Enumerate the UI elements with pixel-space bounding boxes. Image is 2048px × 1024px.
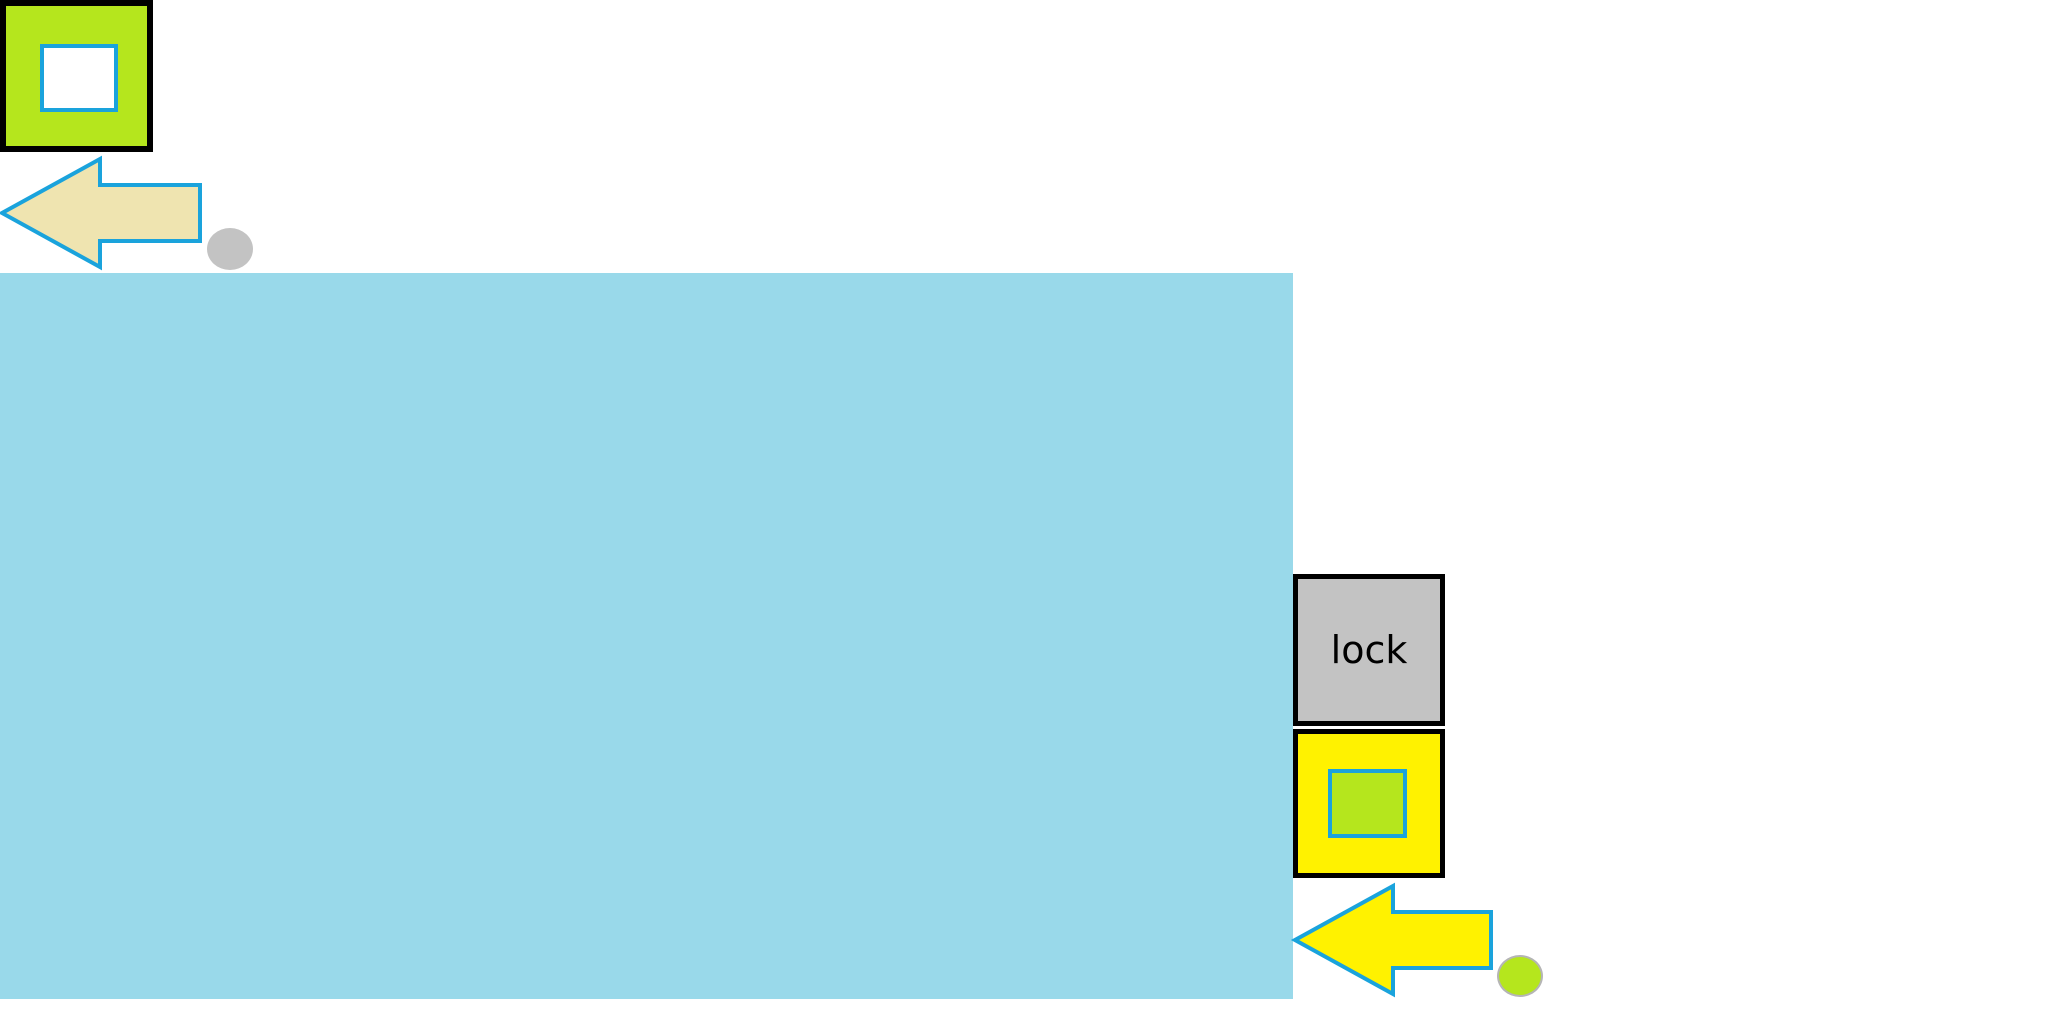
lock-label: lock	[1330, 628, 1408, 672]
left-arrow-icon[interactable]	[1290, 882, 1493, 998]
lock-button[interactable]: lock	[1293, 574, 1445, 726]
top-square-button[interactable]	[0, 0, 153, 152]
status-dot	[1497, 955, 1543, 997]
arrow-shape	[0, 155, 202, 271]
status-dot	[207, 228, 253, 270]
content-panel	[0, 273, 1293, 999]
arrow-shape	[1290, 882, 1493, 998]
left-arrow-icon[interactable]	[0, 155, 203, 271]
inner-square-icon	[40, 44, 118, 112]
bottom-square-button[interactable]	[1293, 729, 1445, 878]
inner-square-icon	[1328, 769, 1407, 838]
